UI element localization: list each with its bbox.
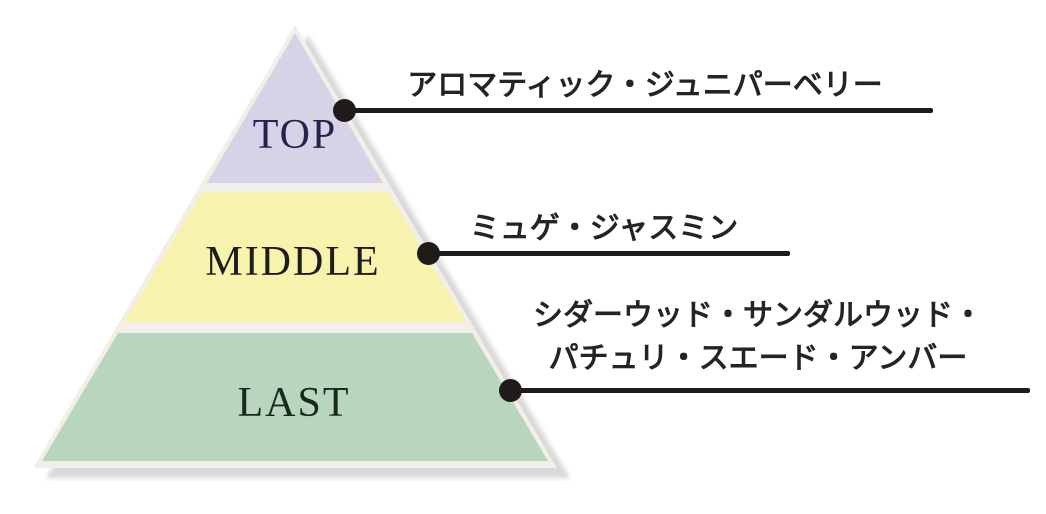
tier-label-middle: MIDDLE bbox=[205, 239, 381, 285]
note-label-top: アロマティック・ジュニパーベリー bbox=[407, 69, 883, 102]
tier-last-shape bbox=[42, 333, 548, 461]
note-label-last: シダーウッド・サンダルウッド・ パチュリ・スエード・アンバー bbox=[533, 294, 983, 380]
tier-label-last: LAST bbox=[237, 380, 351, 426]
note-label-last-line1: シダーウッド・サンダルウッド・ bbox=[533, 299, 983, 332]
tier-top-shape bbox=[207, 33, 383, 183]
note-label-middle: ミュゲ・ジャスミン bbox=[469, 212, 739, 245]
tier-middle-shape bbox=[124, 192, 466, 322]
callout-line-top bbox=[344, 108, 933, 113]
note-label-last-line2: パチュリ・スエード・アンバー bbox=[548, 342, 968, 375]
callout-line-middle bbox=[428, 251, 790, 256]
callout-line-last bbox=[510, 388, 1030, 393]
tier-label-top: TOP bbox=[252, 112, 338, 158]
